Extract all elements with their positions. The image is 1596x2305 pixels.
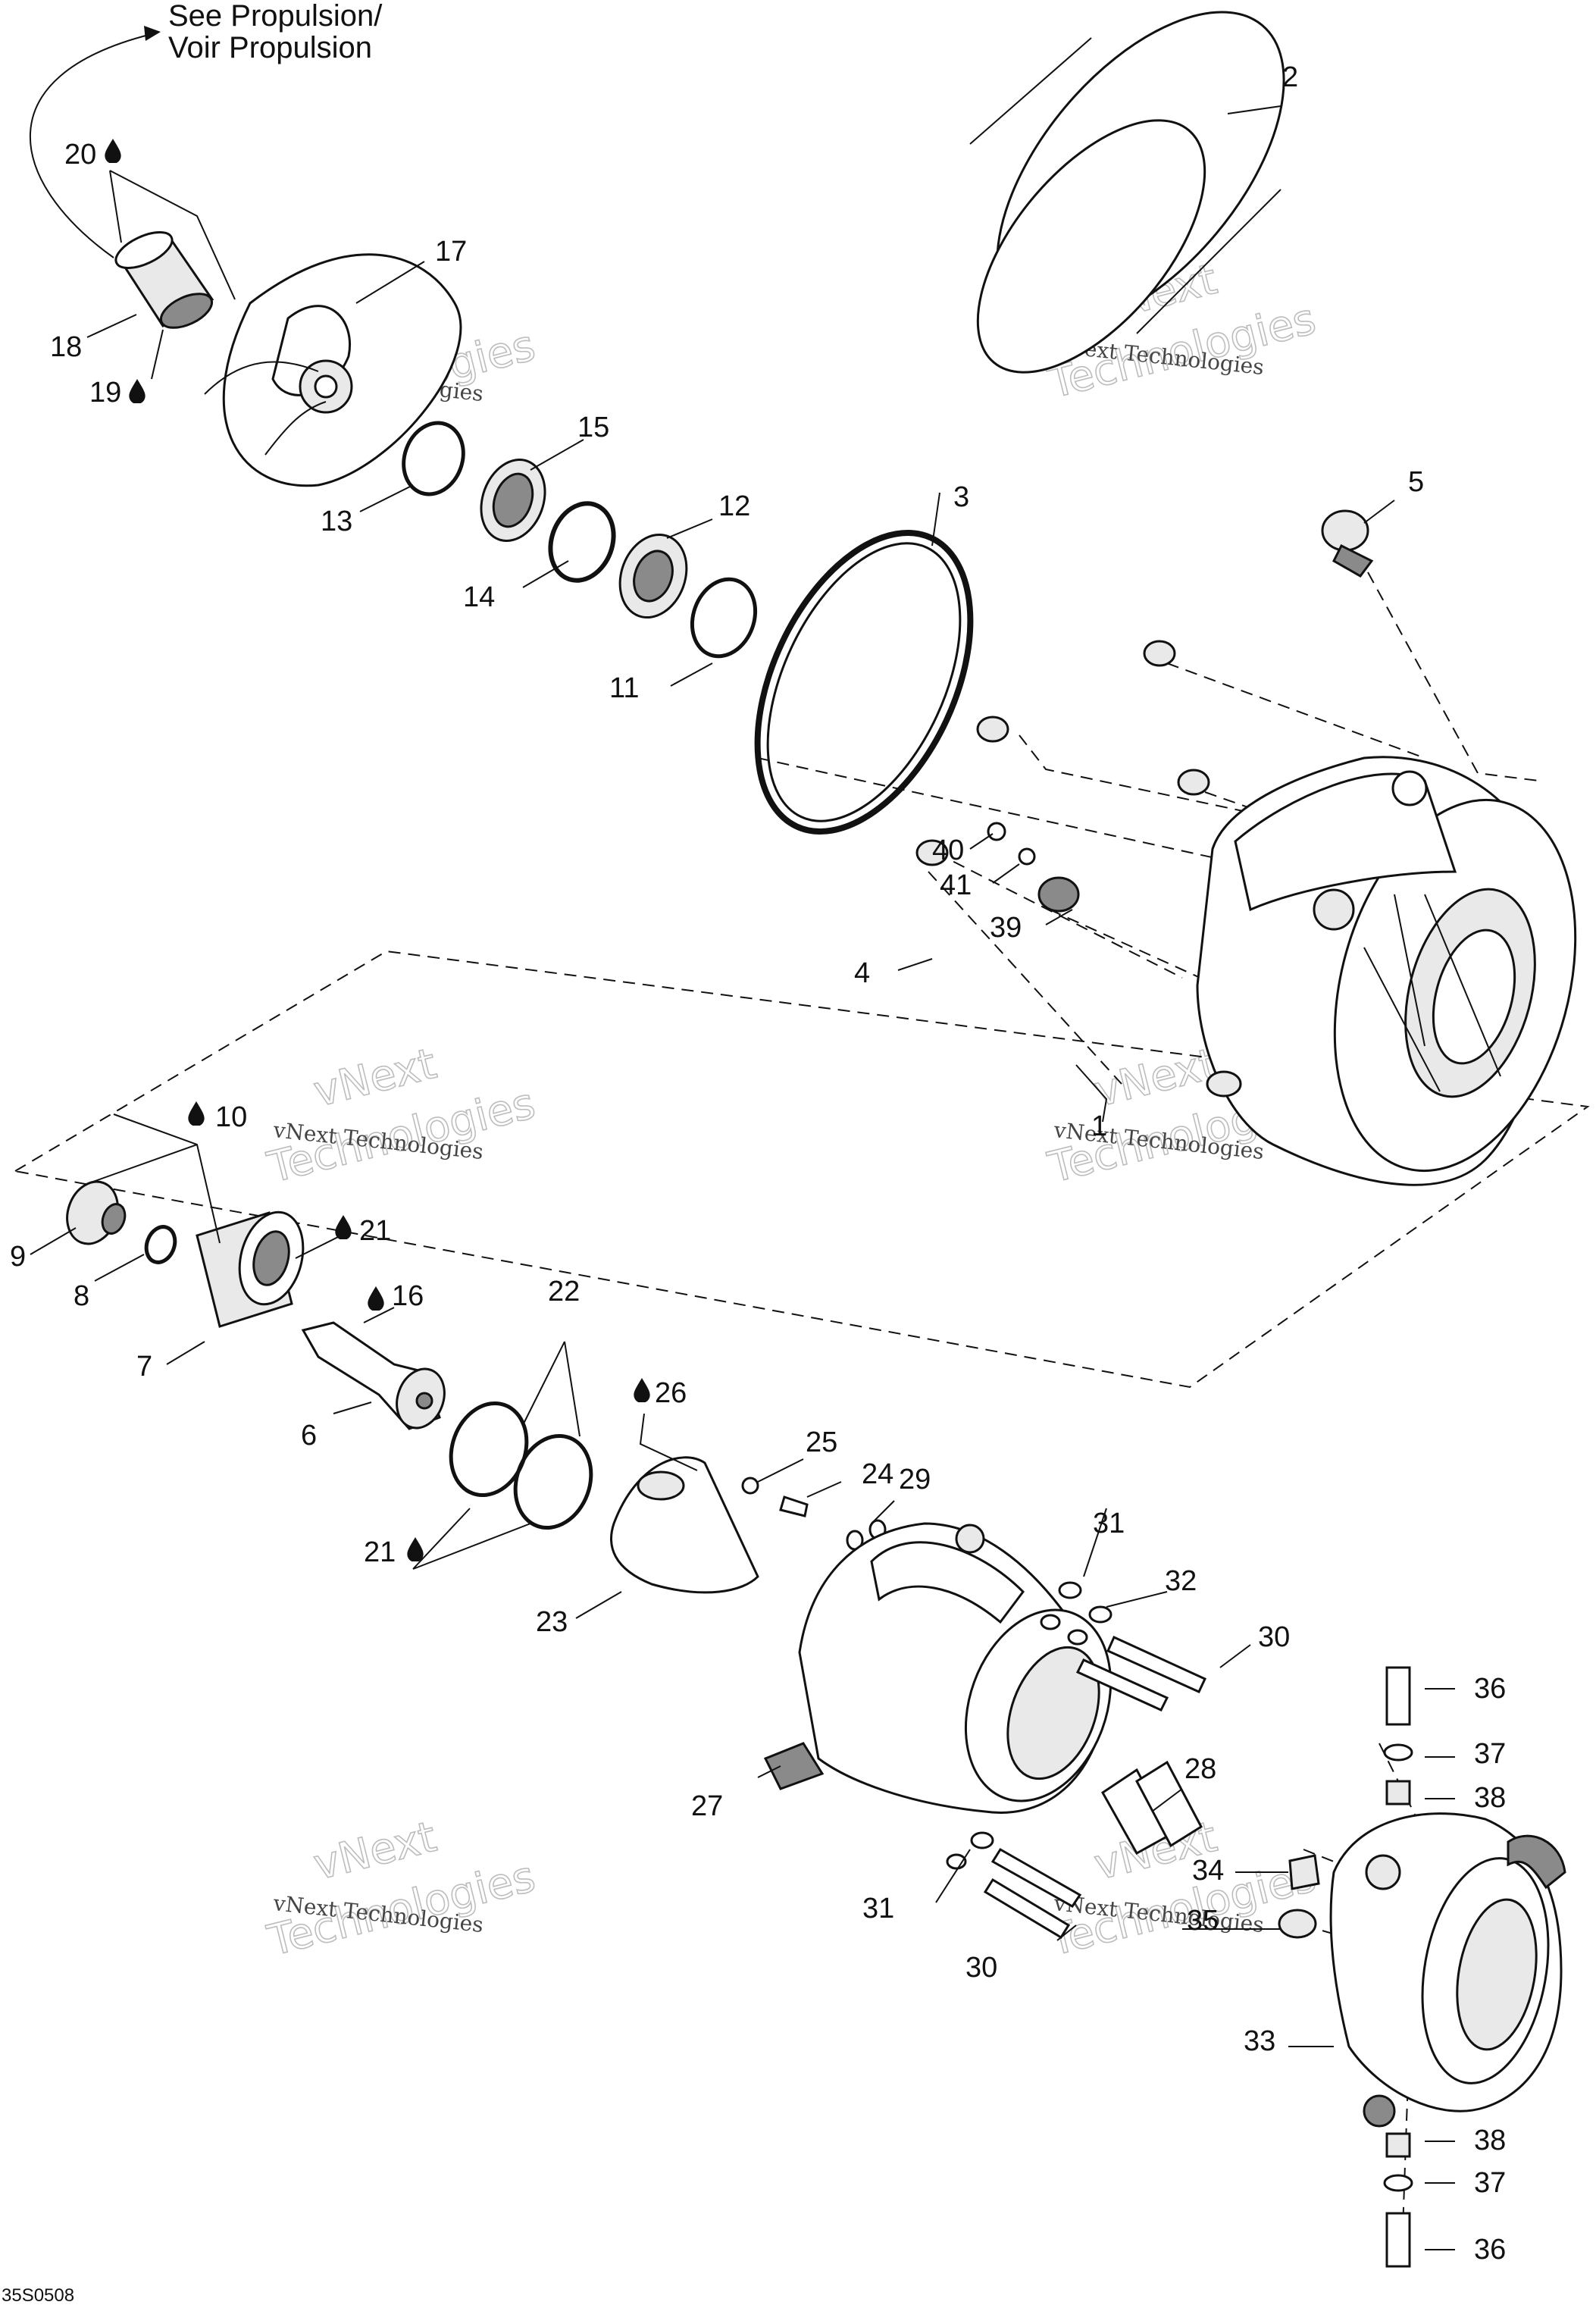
callout-38b: 38 bbox=[1474, 2125, 1506, 2156]
o-ring bbox=[548, 501, 616, 583]
cone-screw bbox=[741, 1477, 809, 1517]
callout-15: 15 bbox=[577, 412, 609, 443]
callout-19: 19 bbox=[89, 377, 121, 409]
callout-29: 29 bbox=[899, 1464, 931, 1495]
callout-7: 7 bbox=[136, 1351, 152, 1383]
pump-housing bbox=[1196, 756, 1577, 1186]
reference-note: See Propulsion/ Voir Propulsion bbox=[30, 0, 383, 258]
callout-18: 18 bbox=[50, 331, 82, 363]
callout-20: 20 bbox=[64, 139, 96, 171]
oil-drop-icon bbox=[407, 1537, 424, 1561]
oil-drop-icon bbox=[368, 1286, 384, 1311]
leader-lines bbox=[30, 105, 1455, 2250]
watermark: vNext Technologies vNext Technologies bbox=[262, 1812, 540, 1966]
callout-5: 5 bbox=[1408, 466, 1424, 498]
callout-28: 28 bbox=[1184, 1753, 1216, 1785]
assembly-guide-lines bbox=[13, 572, 1590, 2252]
o-rings-pair bbox=[449, 1401, 593, 1530]
oil-drop-icon bbox=[335, 1215, 352, 1239]
vent-parts bbox=[987, 822, 1080, 913]
callout-27: 27 bbox=[691, 1790, 723, 1822]
callout-40: 40 bbox=[932, 835, 964, 866]
callout-10: 10 bbox=[215, 1101, 247, 1133]
impeller bbox=[204, 253, 462, 487]
callout-17: 17 bbox=[435, 236, 467, 268]
steering-nozzle bbox=[1329, 1812, 1566, 2128]
callout-41: 41 bbox=[940, 869, 972, 901]
callout-39: 39 bbox=[990, 912, 1022, 944]
callout-34: 34 bbox=[1192, 1855, 1224, 1887]
callout-11: 11 bbox=[609, 672, 639, 704]
callout-4: 4 bbox=[854, 957, 870, 989]
callout-32: 32 bbox=[1165, 1565, 1197, 1597]
seal bbox=[480, 459, 546, 542]
watermark: vNext Technologies vNext Technologies bbox=[262, 1038, 540, 1193]
o-ring-small bbox=[690, 577, 758, 659]
callout-16: 16 bbox=[392, 1280, 424, 1312]
inserts bbox=[915, 640, 1210, 866]
callout-31b: 31 bbox=[862, 1893, 894, 1924]
callout-2: 2 bbox=[1282, 61, 1298, 93]
callout-13: 13 bbox=[321, 506, 352, 537]
circlip bbox=[402, 421, 465, 496]
callout-23: 23 bbox=[536, 1606, 568, 1638]
callout-labels: 1 2 3 4 5 6 7 8 9 10 11 12 13 14 15 16 1… bbox=[10, 61, 1506, 2266]
reference-arrow bbox=[30, 33, 152, 258]
callout-12: 12 bbox=[718, 490, 750, 522]
oil-drop-icon bbox=[129, 379, 146, 403]
reference-line-1: See Propulsion/ bbox=[168, 0, 383, 33]
boot bbox=[114, 231, 214, 329]
venturi bbox=[763, 1522, 1113, 1814]
washers-and-bolts bbox=[946, 1581, 1207, 1940]
cone bbox=[610, 1456, 759, 1594]
callout-36b: 36 bbox=[1474, 2234, 1506, 2266]
callout-9: 9 bbox=[10, 1241, 26, 1273]
drawing-code: 35S0508 bbox=[2, 2285, 74, 2305]
reference-line-2: Voir Propulsion bbox=[168, 31, 372, 64]
callout-6: 6 bbox=[301, 1420, 317, 1452]
large-o-ring bbox=[754, 530, 974, 835]
callout-24: 24 bbox=[862, 1458, 893, 1490]
callout-25: 25 bbox=[806, 1427, 837, 1458]
callout-3: 3 bbox=[953, 481, 969, 513]
callout-14: 14 bbox=[463, 581, 495, 613]
callout-37a: 37 bbox=[1474, 1738, 1506, 1770]
callout-36a: 36 bbox=[1474, 1673, 1506, 1705]
wear-ring bbox=[969, 11, 1285, 374]
callout-38a: 38 bbox=[1474, 1782, 1506, 1814]
callout-26: 26 bbox=[655, 1377, 687, 1409]
callout-31a: 31 bbox=[1093, 1508, 1125, 1539]
oil-drop-icon bbox=[105, 139, 121, 163]
nozzle-bushings bbox=[1278, 1666, 1413, 2268]
hoses bbox=[1101, 1760, 1203, 1856]
callout-37b: 37 bbox=[1474, 2167, 1506, 2199]
callout-21b: 21 bbox=[364, 1536, 396, 1568]
callout-33: 33 bbox=[1244, 2025, 1275, 2057]
callout-21a: 21 bbox=[359, 1215, 391, 1247]
plug-screw bbox=[1321, 509, 1374, 578]
callout-30a: 30 bbox=[1258, 1621, 1290, 1653]
bearing bbox=[618, 533, 688, 619]
assembly-frame bbox=[13, 950, 1590, 1389]
callout-35: 35 bbox=[1187, 1905, 1219, 1937]
arrowhead-icon bbox=[144, 26, 161, 41]
callout-22: 22 bbox=[548, 1276, 580, 1308]
oil-drop-icon bbox=[188, 1101, 205, 1126]
oil-drop-icon bbox=[634, 1378, 650, 1402]
sleeve bbox=[66, 1180, 127, 1245]
small-o-ring bbox=[144, 1225, 177, 1264]
impeller-shaft bbox=[301, 1321, 446, 1430]
bearing-large bbox=[196, 1210, 305, 1328]
callout-30b: 30 bbox=[965, 1952, 997, 1984]
callout-8: 8 bbox=[74, 1280, 89, 1312]
callout-1: 1 bbox=[1091, 1110, 1107, 1142]
